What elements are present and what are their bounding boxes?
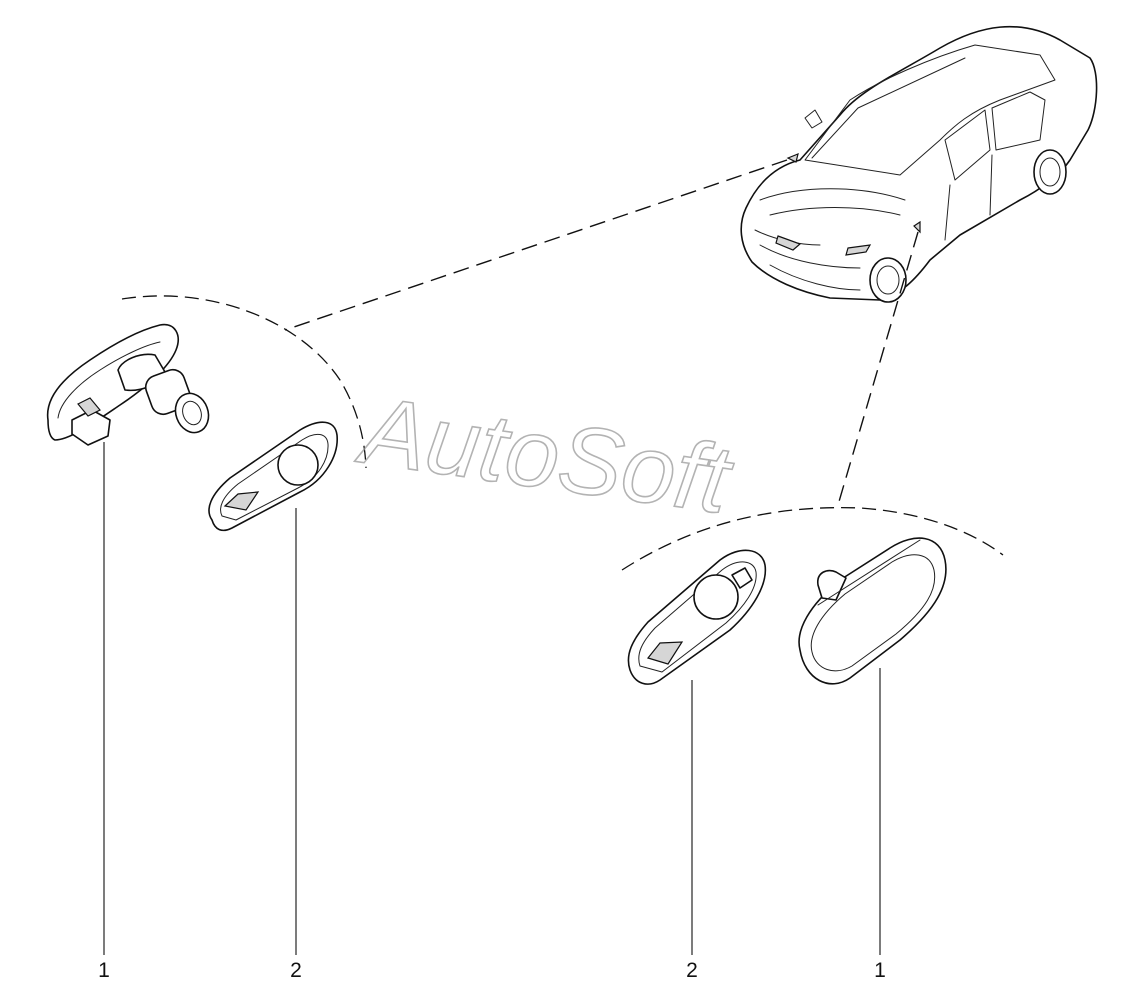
callout-2-left: 2 <box>290 959 302 982</box>
side-repeater-lamp-right <box>798 537 947 685</box>
watermark: AutoSoft <box>351 376 739 534</box>
gasket-right <box>627 549 767 685</box>
callout-1-right: 1 <box>874 959 886 982</box>
callout-2-right: 2 <box>686 959 698 982</box>
callout-leaders <box>103 442 881 955</box>
car-illustration <box>740 25 1098 303</box>
location-leaders <box>284 159 919 506</box>
side-repeater-lamp-left <box>46 323 210 446</box>
detail-arcs <box>121 295 1004 571</box>
gasket-left <box>208 421 338 532</box>
callout-1-left: 1 <box>98 959 110 982</box>
